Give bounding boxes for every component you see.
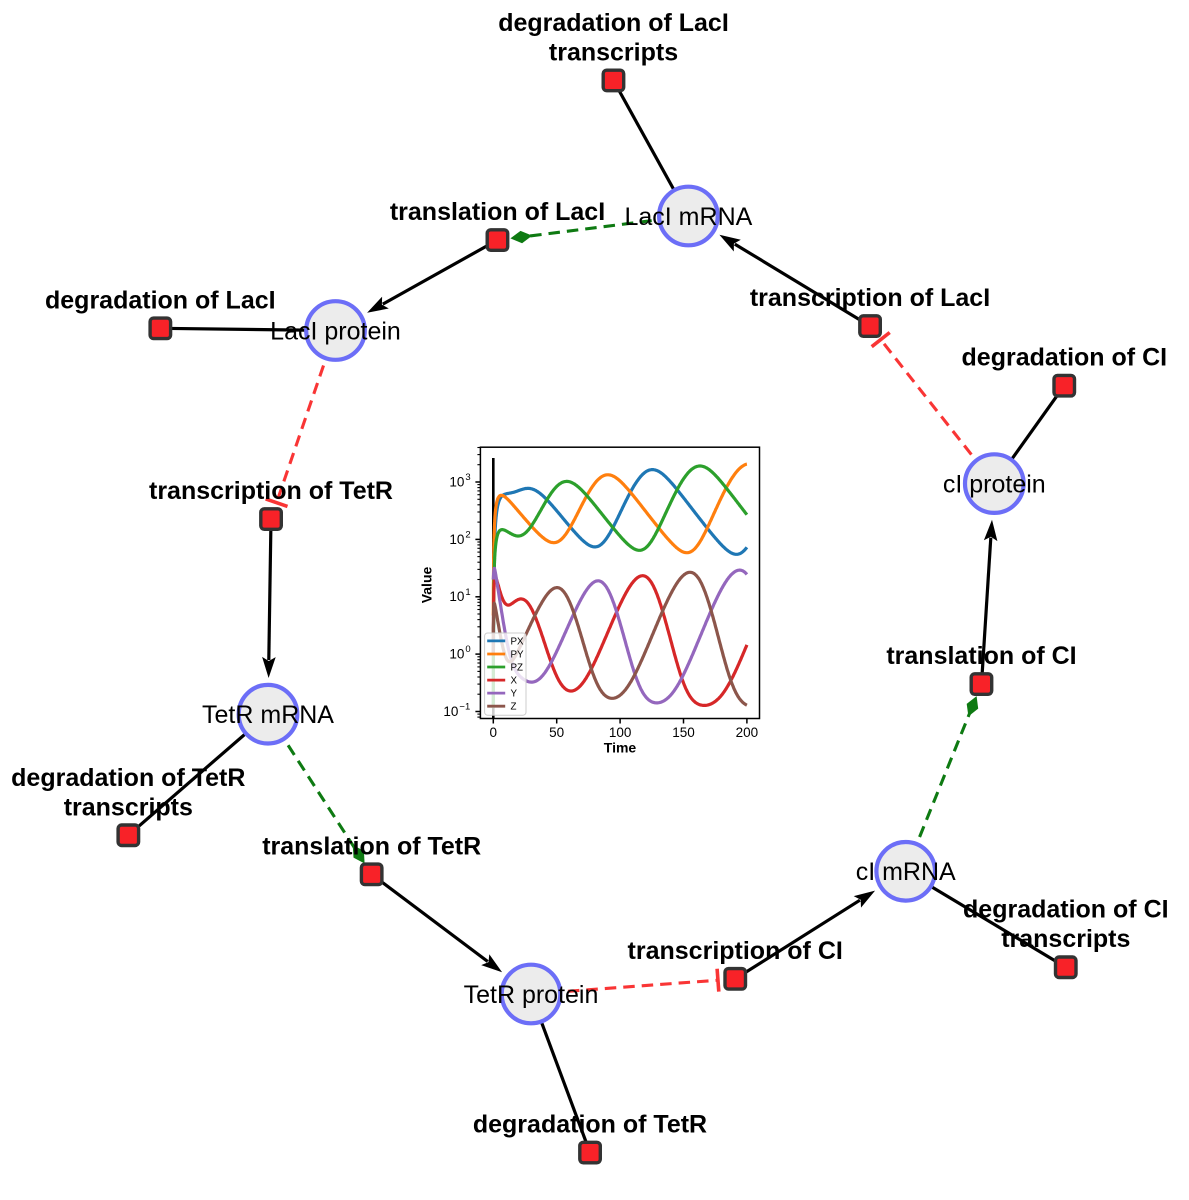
svg-text:10: 10 [449, 532, 464, 547]
svg-text:degradation of TetR: degradation of TetR [473, 1111, 707, 1139]
svg-text:translation of TetR: translation of TetR [262, 832, 481, 860]
svg-text:TetR protein: TetR protein [464, 981, 599, 1009]
svg-text:TetR mRNA: TetR mRNA [202, 701, 334, 729]
svg-text:degradation of TetR: degradation of TetR [11, 764, 245, 792]
svg-text:transcripts: transcripts [549, 39, 678, 67]
svg-text:PZ: PZ [511, 662, 524, 673]
svg-text:1: 1 [465, 587, 470, 598]
svg-text:transcripts: transcripts [1001, 925, 1130, 953]
svg-text:translation of CI: translation of CI [886, 642, 1076, 670]
svg-text:X: X [511, 676, 518, 687]
svg-text:transcription of TetR: transcription of TetR [149, 477, 393, 505]
svg-text:Time: Time [604, 740, 637, 756]
svg-text:10: 10 [449, 647, 464, 662]
svg-text:50: 50 [549, 725, 564, 740]
svg-text:LacI protein: LacI protein [270, 317, 401, 345]
svg-text:cI protein: cI protein [943, 470, 1046, 498]
svg-text:−1: −1 [459, 702, 470, 713]
svg-text:translation of LacI: translation of LacI [390, 198, 605, 226]
svg-text:200: 200 [736, 725, 759, 740]
svg-text:10: 10 [449, 589, 464, 604]
svg-text:transcription of LacI: transcription of LacI [750, 284, 990, 312]
svg-text:2: 2 [465, 529, 470, 540]
svg-text:100: 100 [609, 725, 632, 740]
svg-text:0: 0 [465, 644, 470, 655]
svg-text:Value: Value [419, 567, 435, 604]
svg-text:Y: Y [511, 689, 518, 700]
svg-text:cI mRNA: cI mRNA [856, 858, 956, 886]
svg-text:Z: Z [511, 702, 517, 713]
svg-text:transcripts: transcripts [64, 793, 193, 821]
svg-text:PX: PX [511, 636, 525, 647]
svg-text:10: 10 [449, 475, 464, 490]
svg-text:150: 150 [672, 725, 695, 740]
svg-text:10: 10 [443, 704, 458, 719]
svg-text:PY: PY [511, 649, 525, 660]
svg-text:3: 3 [465, 472, 470, 483]
svg-text:transcription of CI: transcription of CI [628, 937, 843, 965]
svg-text:degradation of CI: degradation of CI [962, 344, 1168, 372]
svg-text:degradation of LacI: degradation of LacI [498, 9, 729, 37]
svg-text:degradation of LacI: degradation of LacI [45, 286, 276, 314]
svg-text:0: 0 [490, 725, 498, 740]
svg-text:degradation of CI: degradation of CI [963, 896, 1169, 924]
svg-text:LacI mRNA: LacI mRNA [624, 203, 752, 231]
